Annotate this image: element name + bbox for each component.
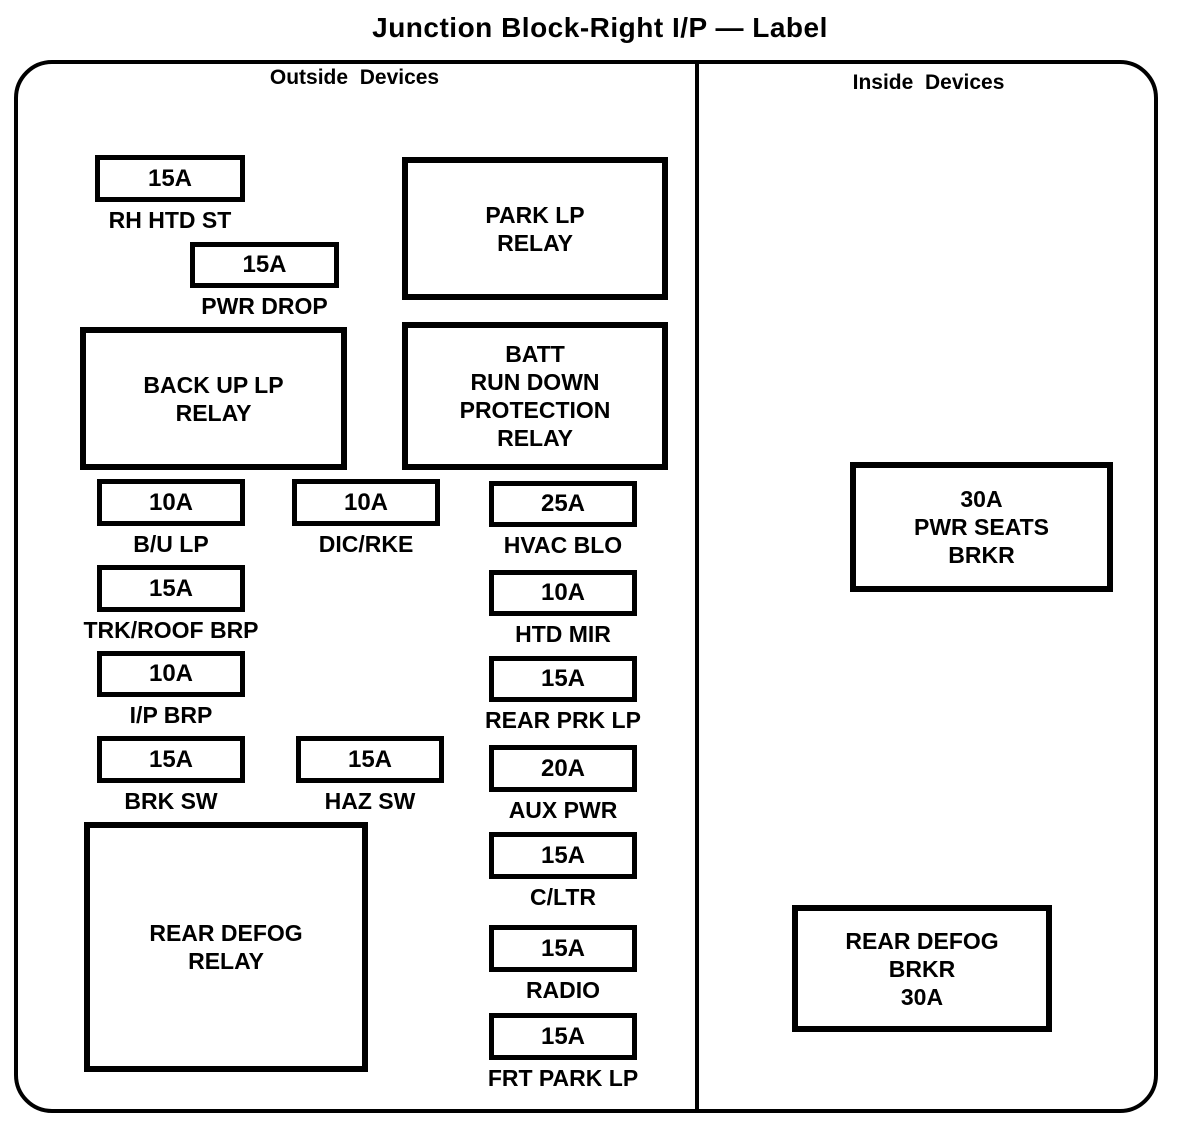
- relay-text-line: BRKR: [888, 955, 956, 982]
- relay-text-line: RELAY: [497, 229, 573, 256]
- fuse-amps-label: 15A: [147, 164, 193, 192]
- relay-text-line: RELAY: [188, 948, 264, 974]
- fuse-label-dic-rke: DIC/RKE: [318, 531, 414, 557]
- relay-text-line: REAR DEFOG: [149, 920, 303, 946]
- fuse-amps-label: 15A: [148, 745, 194, 773]
- relay-text-line: BACK UP LP: [143, 371, 284, 398]
- fuse-label-rear-prk-lp: REAR PRK LP: [485, 707, 641, 733]
- fuse-box-ip-brp: 10A: [97, 651, 245, 697]
- relay-text-line: PWR SEATS: [913, 514, 1050, 540]
- fuse-box-c-ltr: 15A: [489, 832, 637, 879]
- fuse-label-htd-mir: HTD MIR: [515, 621, 611, 647]
- relay-text-line: REAR DEFOG: [845, 927, 999, 954]
- fuse-box-dic-rke: 10A: [292, 479, 440, 526]
- fuse-label-trk-roof-brp: TRK/ROOF BRP: [83, 617, 259, 643]
- relay-text-line: 30A: [900, 983, 944, 1010]
- fuse-amps-label: 20A: [540, 754, 586, 782]
- fuse-amps-label: 15A: [540, 1022, 586, 1050]
- fuse-label-frt-park-lp: FRT PARK LP: [487, 1065, 639, 1091]
- relay-text-line: PROTECTION: [459, 397, 611, 423]
- relay-text-line: BRKR: [948, 542, 1015, 568]
- fuse-box-radio: 15A: [489, 925, 637, 972]
- section-header-outside-devices: Outside Devices: [269, 66, 440, 89]
- fuse-amps-label: 15A: [347, 745, 393, 773]
- fuse-amps-label: 15A: [242, 251, 287, 278]
- relay-text-line: RELAY: [497, 425, 573, 451]
- fuse-amps-label: 15A: [540, 841, 586, 869]
- fuse-amps-label: 10A: [540, 579, 586, 606]
- relay-text-line: RELAY: [175, 399, 252, 426]
- fuse-amps-label: 15A: [540, 665, 586, 692]
- fuse-box-rh-htd-st: 15A: [95, 155, 245, 202]
- fuse-box-htd-mir: 10A: [489, 570, 637, 616]
- section-header-inside-devices: Inside Devices: [852, 71, 1005, 94]
- fuse-label-ip-brp: I/P BRP: [129, 702, 213, 728]
- fuse-box-pwr-drop: 15A: [190, 242, 339, 288]
- relay-text-line: PARK LP: [485, 201, 585, 228]
- fuse-label-radio: RADIO: [525, 977, 601, 1003]
- fuse-amps-label: 10A: [343, 488, 389, 516]
- fuse-label-hvac-blo: HVAC BLO: [503, 532, 623, 558]
- fuse-label-brk-sw: BRK SW: [124, 788, 218, 814]
- fuse-amps-label: 15A: [148, 574, 194, 602]
- fuse-label-pwr-drop: PWR DROP: [201, 293, 328, 319]
- fuse-label-haz-sw: HAZ SW: [324, 788, 416, 814]
- fuse-amps-label: 15A: [540, 934, 586, 962]
- relay-text-line: RUN DOWN: [470, 369, 600, 395]
- fuse-amps-label: 10A: [148, 660, 194, 687]
- section-divider: [695, 62, 699, 1111]
- fuse-box-haz-sw: 15A: [296, 736, 444, 783]
- fuse-amps-label: 10A: [148, 488, 194, 516]
- fuse-amps-label: 25A: [540, 490, 586, 517]
- fuse-label-c-ltr: C/LTR: [529, 884, 597, 910]
- relay-text-line: 30A: [960, 486, 1003, 512]
- fuse-box-frt-park-lp: 15A: [489, 1013, 637, 1060]
- fuse-box-trk-roof-brp: 15A: [97, 565, 245, 612]
- fuse-box-bu-lp: 10A: [97, 479, 245, 526]
- fuse-label-rh-htd-st: RH HTD ST: [108, 207, 232, 233]
- page-title: Junction Block-Right I/P — Label: [372, 12, 828, 43]
- fuse-label-bu-lp: B/U LP: [133, 531, 209, 557]
- fuse-box-hvac-blo: 25A: [489, 481, 637, 527]
- fuse-box-rear-prk-lp: 15A: [489, 656, 637, 702]
- fuse-box-brk-sw: 15A: [97, 736, 245, 783]
- relay-text-line: BATT: [505, 341, 565, 367]
- fuse-label-aux-pwr: AUX PWR: [508, 797, 618, 823]
- fuse-box-aux-pwr: 20A: [489, 745, 637, 792]
